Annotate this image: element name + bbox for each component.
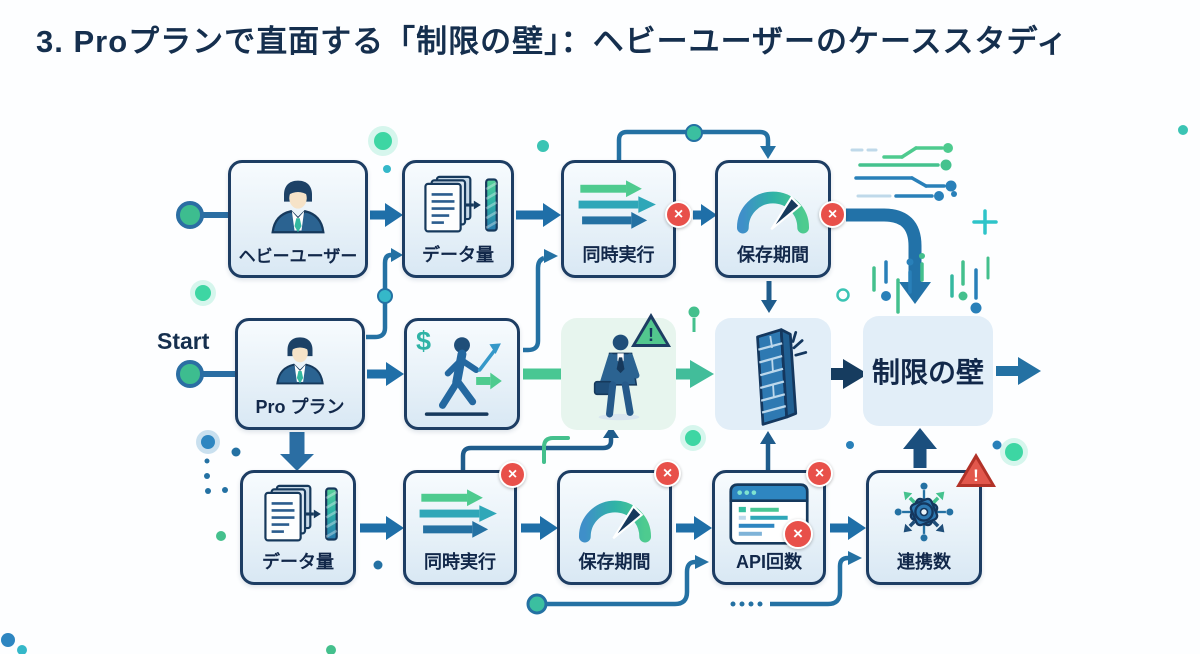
node-retention-top: 保存期間 <box>715 160 831 278</box>
flow-vertical-links <box>460 281 937 470</box>
node-label: データ量 <box>422 245 494 265</box>
node-label: API回数 <box>735 552 802 572</box>
drip-decoration <box>872 253 990 314</box>
node-label: 同時実行 <box>424 552 496 572</box>
decor-dots <box>1 125 1188 654</box>
warning-triangle-icon: ! <box>956 453 996 487</box>
start-label: Start <box>157 328 210 354</box>
tile-brick-wall <box>715 318 831 430</box>
error-badge-icon: × <box>665 201 692 228</box>
business-person-icon <box>276 337 324 385</box>
documents-stack-icon <box>424 175 498 233</box>
warning-triangle-icon: ! <box>631 313 671 347</box>
flow-arrows-row1 <box>370 124 776 227</box>
page-title: 3. Proプランで直面する「制限の壁」：ヘビーユーザーのケーススタディ <box>36 24 1069 59</box>
limit-wall-label: 制限の壁 <box>871 357 984 388</box>
dollar-sign-icon: $ <box>416 326 432 356</box>
node-heavy-user: ヘビーユーザー <box>228 160 368 278</box>
node-data-volume-top: データ量 <box>402 160 514 278</box>
node-retention-bottom: 保存期間 <box>557 470 672 585</box>
impact-crack-icon <box>791 331 808 357</box>
growth-arrow-icon <box>477 343 501 372</box>
flow-pro-down-arrow <box>280 432 314 471</box>
flow-arrows-row3 <box>360 516 866 540</box>
business-person-icon <box>271 180 325 233</box>
node-label: 保存期間 <box>578 552 651 572</box>
businessman-warning-icon <box>593 334 639 421</box>
error-badge-icon: × <box>806 460 833 487</box>
error-badge-icon: × <box>783 519 813 549</box>
node-data-volume-bottom: データ量 <box>240 470 356 585</box>
error-badge-icon: × <box>654 460 681 487</box>
node-label: 連携数 <box>897 552 951 572</box>
gauge-icon <box>578 500 651 542</box>
node-label: ヘビーユーザー <box>238 247 358 266</box>
node-integration-count: 連携数 <box>866 470 982 585</box>
node-concurrency-top: 同時実行 <box>561 160 676 278</box>
node-label: Pro プラン <box>255 397 345 417</box>
circuit-decoration <box>850 143 957 201</box>
brick-wall-icon <box>756 328 808 426</box>
walking-person-icon <box>424 337 502 416</box>
triple-arrows-icon <box>419 488 497 538</box>
flow-start-markers <box>176 201 237 388</box>
error-badge-icon: × <box>819 201 846 228</box>
node-label: データ量 <box>262 552 334 572</box>
hub-gear-icon <box>894 482 954 542</box>
node-price-walk <box>404 318 520 430</box>
gauge-icon <box>736 191 810 234</box>
node-concurrency-bottom: 同時実行 <box>403 470 517 585</box>
error-badge-icon: × <box>499 461 526 488</box>
flow-curve-to-wall <box>846 208 931 304</box>
node-pro-plan: Pro プラン <box>235 318 365 430</box>
flow-elbow-connectors <box>366 248 558 353</box>
tile-businessman-warning <box>561 318 676 430</box>
flow-bottom-connectors <box>526 551 862 615</box>
node-label: 同時実行 <box>582 245 655 265</box>
forward-arrow-icon <box>476 372 502 390</box>
node-label: 保存期間 <box>737 245 809 265</box>
node-api-count: API回数 <box>712 470 826 585</box>
documents-stack-icon <box>264 484 338 541</box>
node-limit-wall: 制限の壁 <box>863 316 993 426</box>
triple-arrows-icon <box>578 180 656 229</box>
